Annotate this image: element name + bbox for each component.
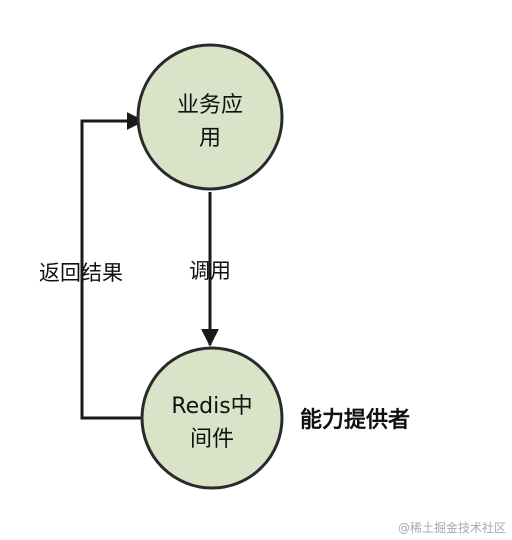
watermark-text: @稀土掘金技术社区 [398, 520, 506, 535]
redis-node-label-line1: Redis中 [171, 394, 252, 419]
app-node: 业务应 用 [136, 43, 284, 191]
redis-node-label-line2: 间件 [190, 427, 234, 452]
app-node-label-line1: 业务应 [177, 93, 243, 118]
capability-provider-label: 能力提供者 [300, 407, 410, 433]
return-edge-label: 返回结果 [39, 261, 123, 285]
return-edge [80, 112, 150, 420]
call-edge-label: 调用 [189, 259, 231, 283]
redis-node-circle [140, 346, 284, 490]
redis-node: Redis中 间件 [140, 346, 284, 490]
app-node-circle [136, 43, 284, 191]
app-node-label-line2: 用 [199, 126, 221, 151]
